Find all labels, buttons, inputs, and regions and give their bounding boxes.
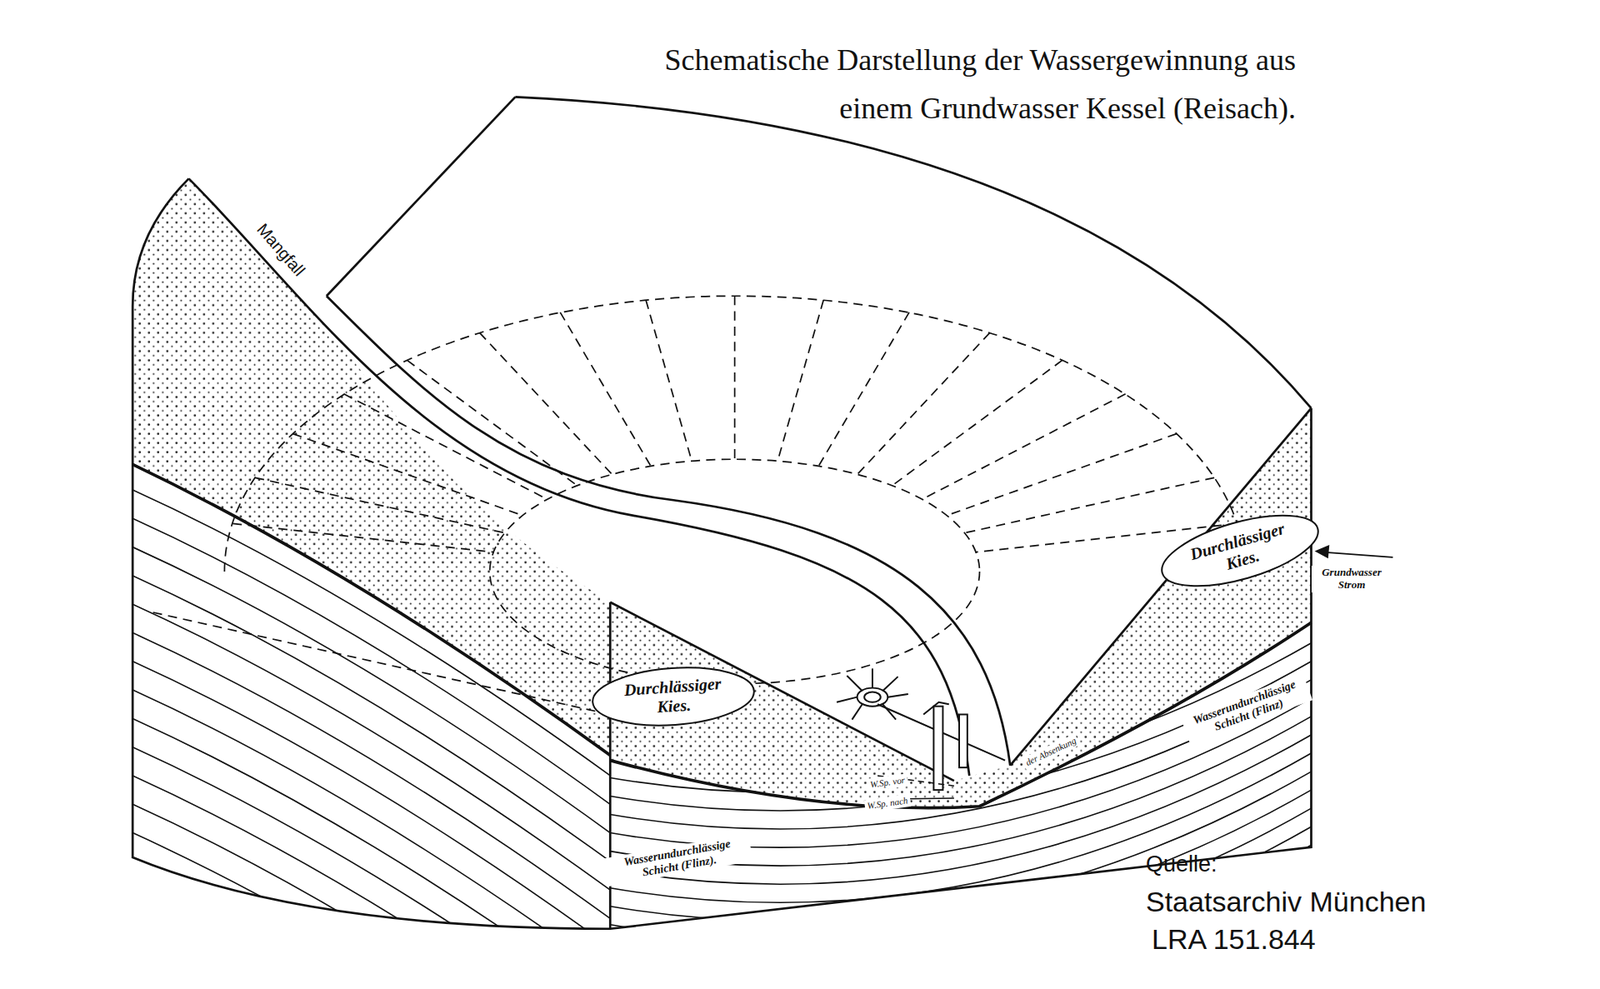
flow-label: Grundwasser Strom — [1311, 565, 1392, 593]
source-label: Staatsarchiv München — [1145, 885, 1426, 919]
diagram-title: Schematische Darstellung der Wassergewin… — [604, 36, 1296, 133]
source-label: Quelle: — [1145, 851, 1218, 878]
ellipse-shape — [1154, 501, 1325, 601]
source-label: LRA 151.844 — [1151, 923, 1316, 956]
ellipse-shape — [590, 662, 756, 730]
gravel-ellipse: Durchlässiger Kies. — [589, 660, 759, 733]
